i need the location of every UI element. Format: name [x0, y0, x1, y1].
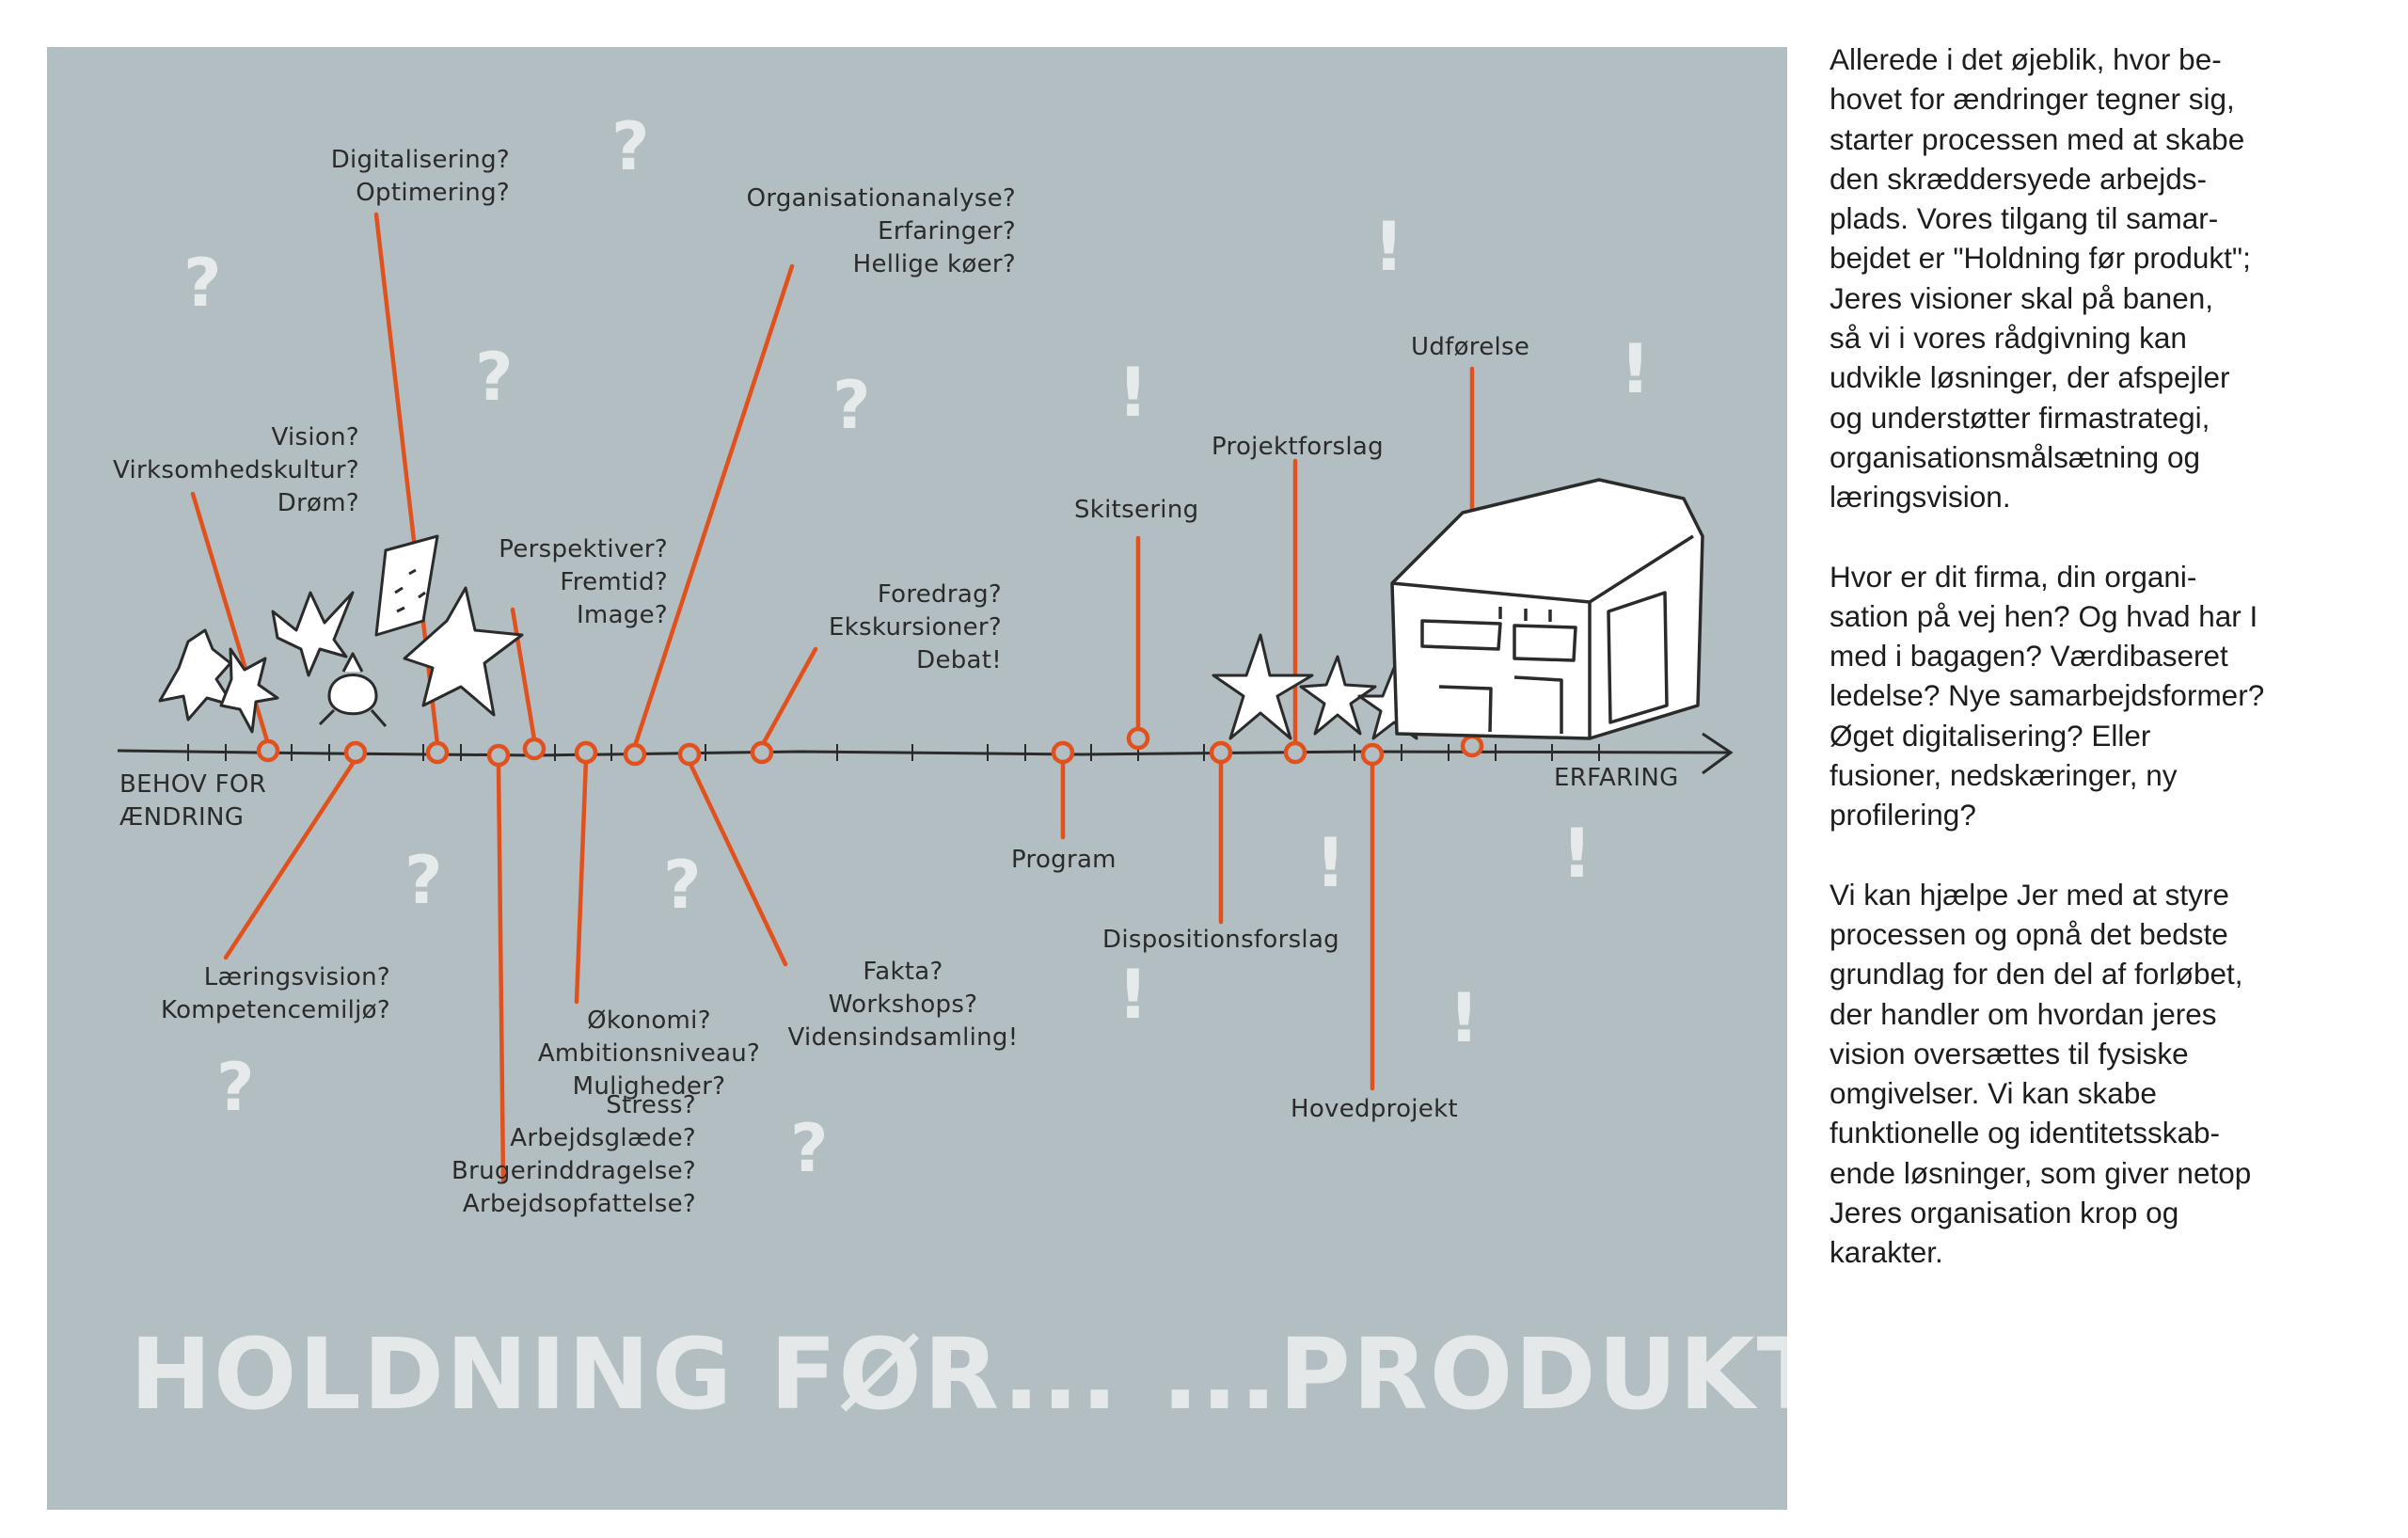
paragraph-intro: Allerede i det øjeblik, hvor be- hovet f… — [1830, 42, 2251, 515]
label-digitalisering: Digitalisering? Optimering? — [330, 146, 510, 207]
label-dispositionsforslag: Dispositionsforslag — [1102, 926, 1339, 954]
paragraph-offer: Vi kan hjælpe Jer med at styre processen… — [1830, 877, 2252, 1270]
people-sketch — [158, 534, 524, 734]
label-foredrag: Foredrag? Ekskursioner? Debat! — [829, 580, 1002, 674]
timeline-arrowhead — [1702, 732, 1734, 775]
slogan-holdning: HOLDNING FØR... — [130, 1317, 1120, 1432]
question-mark-decoration: ? — [832, 367, 871, 444]
label-program: Program — [1011, 846, 1117, 874]
description-text-column: Allerede i det øjeblik, hvor be- hovet f… — [1830, 40, 2375, 1312]
timeline-end-label: ERFARING — [1554, 764, 1679, 792]
leader-okonomi — [574, 756, 589, 1005]
leader-foredrag — [759, 646, 818, 749]
question-mark-decoration: ? — [404, 842, 443, 919]
label-udforelse: Udførelse — [1411, 333, 1530, 361]
question-mark-decoration: ? — [216, 1049, 255, 1126]
exclamation-mark-decoration: ! — [1561, 814, 1592, 893]
label-laeringsvision: Læringsvision? Kompetencemiljø? — [161, 963, 390, 1024]
label-okonomi: Økonomi? Ambitionsniveau? Muligheder? — [537, 1007, 761, 1101]
question-mark-decoration: ? — [611, 108, 650, 185]
slogan-produkt: ...PRODUKT — [1162, 1317, 1787, 1432]
exclamation-mark-decoration: ! — [1449, 978, 1480, 1057]
label-vision: Vision? Virksomhedskultur? Drøm? — [112, 423, 359, 517]
leader-fakta — [687, 759, 788, 967]
leader-stress — [496, 762, 506, 1183]
leader-laering — [223, 756, 358, 960]
question-mark-decoration: ? — [790, 1110, 829, 1187]
timeline-nodes — [256, 726, 1484, 768]
timeline-start-label: BEHOV FOR ÆNDRING — [119, 770, 267, 832]
diagram-lines — [117, 212, 1734, 1183]
exclamation-mark-decoration: ! — [1117, 955, 1149, 1034]
label-projektforslag: Projektforslag — [1212, 433, 1384, 461]
question-mark-decoration: ? — [663, 847, 702, 924]
question-mark-decoration: ? — [475, 339, 514, 416]
exclamation-mark-decoration: ! — [1315, 823, 1346, 902]
label-hovedprojekt: Hovedprojekt — [1291, 1095, 1458, 1123]
label-fakta: Fakta? Workshops? Vidensindsamling! — [787, 958, 1019, 1052]
exclamation-mark-decoration: ! — [1373, 207, 1404, 286]
leader-organisation — [632, 263, 795, 749]
label-organisationanalyse: Organisationanalyse? Erfaringer? Hellige… — [746, 184, 1016, 278]
exclamation-mark-decoration: ! — [1117, 353, 1149, 432]
label-perspektiver: Perspektiver? Fremtid? Image? — [499, 535, 668, 629]
exclamation-mark-decoration: ! — [1620, 329, 1651, 408]
paragraph-questions: Hvor er dit firma, din organi- sation på… — [1830, 559, 2265, 832]
house-sketch — [1390, 478, 1704, 740]
label-stress: Stress? Arbejdsglæde? Brugerinddragelse?… — [452, 1091, 696, 1218]
leader-perspektiv — [510, 607, 537, 742]
label-skitsering: Skitsering — [1074, 496, 1199, 524]
question-mark-decoration: ? — [183, 245, 222, 322]
process-diagram: BEHOV FOR ÆNDRING ERFARING Vision? Virks… — [47, 47, 1787, 1510]
